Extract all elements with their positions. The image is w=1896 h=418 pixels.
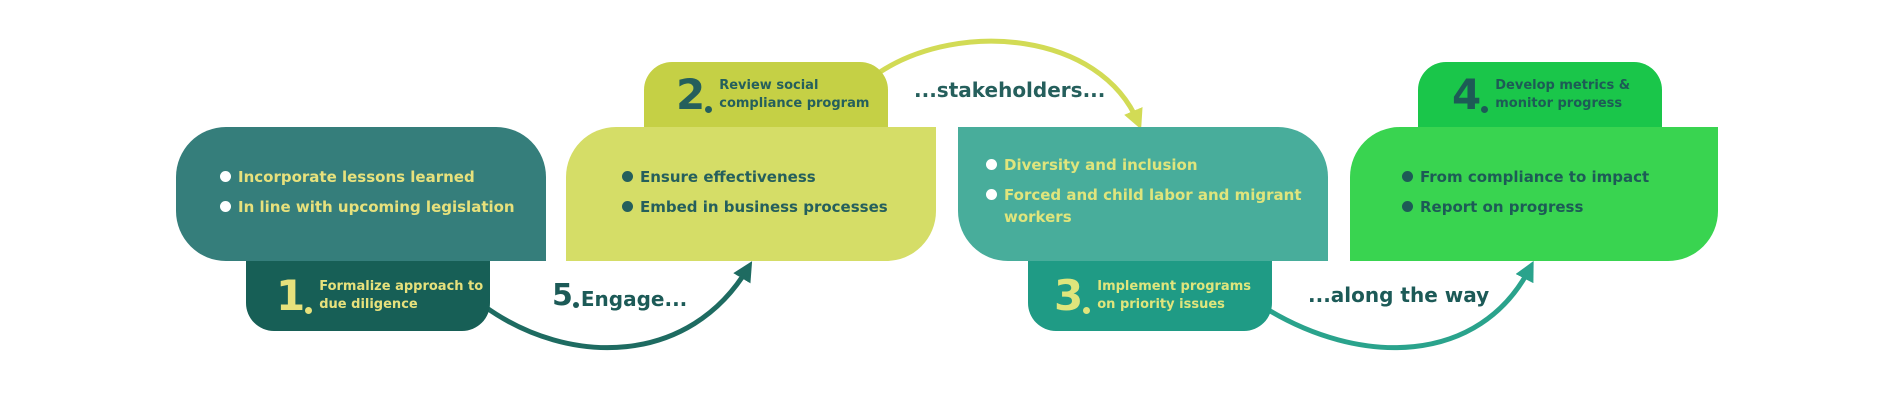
- bullet-item: Incorporate lessons learned: [220, 166, 546, 188]
- bullet-dot-icon: [1402, 201, 1413, 212]
- step1-panel: Incorporate lessons learned In line with…: [176, 127, 546, 261]
- number-dot-icon: [1083, 307, 1091, 314]
- step-number: 4: [1452, 73, 1489, 116]
- step3-panel: Diversity and inclusion Forced and child…: [958, 127, 1328, 261]
- step-label: Implement programs on priority issues: [1097, 279, 1251, 312]
- stakeholders-label: ...stakeholders...: [914, 78, 1106, 102]
- bullet-dot-icon: [622, 201, 633, 212]
- step2-tab: 2 Review social compliance program: [644, 62, 888, 127]
- bullet-dot-icon: [986, 159, 997, 170]
- step-label: Formalize approach to due diligence: [319, 279, 484, 312]
- bullet-item: Forced and child labor and migrant worke…: [986, 184, 1306, 228]
- step1-tab: 1 Formalize approach to due diligence: [246, 261, 490, 331]
- bullet-dot-icon: [986, 189, 997, 200]
- step-number: 1: [276, 275, 313, 317]
- step-number: 3: [1054, 275, 1091, 317]
- along-the-way-label: ...along the way: [1308, 283, 1490, 307]
- bullet-item: In line with upcoming legislation: [220, 196, 546, 218]
- engage-number: 5: [552, 281, 579, 311]
- arrow-along-the-way: [1260, 260, 1534, 351]
- bullet-item: Embed in business processes: [622, 196, 936, 218]
- bullet-item: Ensure effectiveness: [622, 166, 936, 188]
- step3-tab: 3 Implement programs on priority issues: [1028, 261, 1272, 331]
- step4-panel: From compliance to impact Report on prog…: [1350, 127, 1718, 261]
- bullet-item: Diversity and inclusion: [986, 154, 1306, 176]
- number-dot-icon: [305, 307, 313, 314]
- number-dot-icon: [705, 105, 713, 113]
- bullet-item: From compliance to impact: [1402, 166, 1718, 188]
- bullet-item: Report on progress: [1402, 196, 1718, 218]
- arrow-engage: [482, 261, 753, 351]
- arrow-stakeholders: [878, 38, 1143, 130]
- number-dot-icon: [572, 302, 579, 308]
- step-label: Develop metrics & monitor progress: [1495, 77, 1631, 111]
- bullet-dot-icon: [220, 171, 231, 182]
- step-number: 2: [676, 73, 713, 116]
- bullet-dot-icon: [1402, 171, 1413, 182]
- bullet-dot-icon: [622, 171, 633, 182]
- number-dot-icon: [1481, 105, 1489, 113]
- engage-label: 5 Engage...: [552, 278, 688, 313]
- step2-panel: Ensure effectiveness Embed in business p…: [566, 127, 936, 261]
- bullet-dot-icon: [220, 201, 231, 212]
- step4-tab: 4 Develop metrics & monitor progress: [1418, 62, 1662, 127]
- step-label: Review social compliance program: [719, 77, 870, 111]
